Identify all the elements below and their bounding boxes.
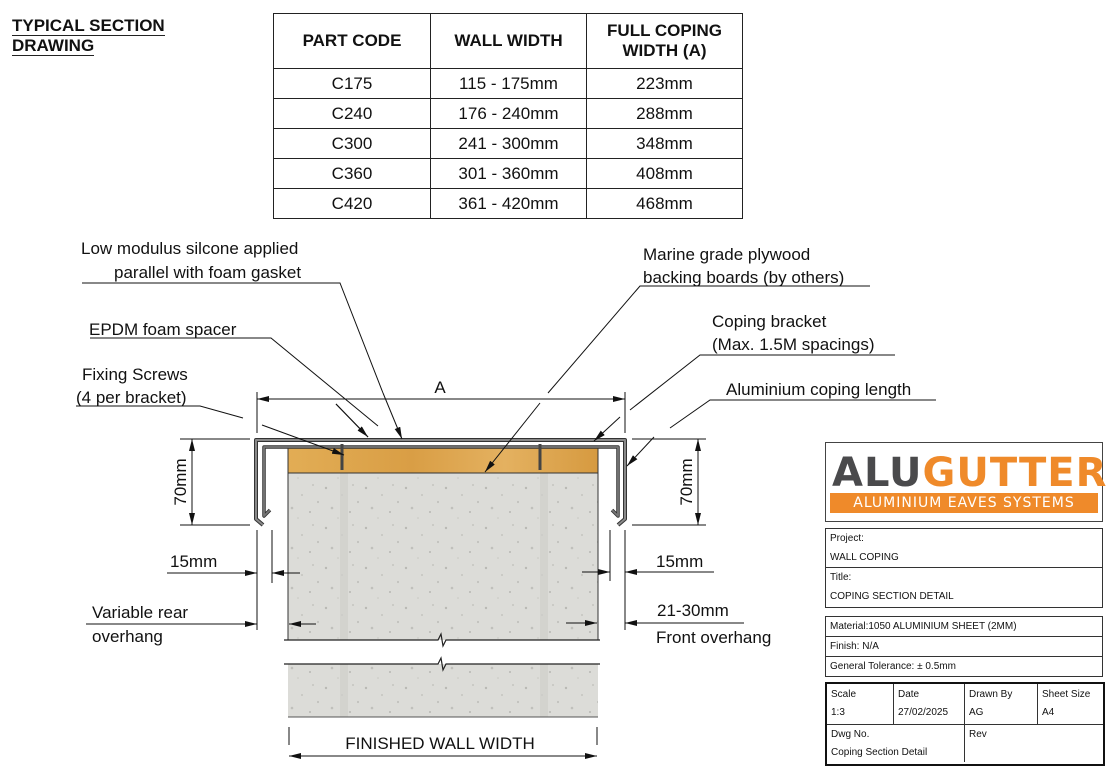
dwg-no-label: Dwg No. [831,729,870,740]
dimension-height-left [180,438,250,526]
drawing-info-grid: Scale 1:3 Date 27/02/2025 Drawn By AG Sh… [825,682,1105,766]
cell-part-code: C420 [273,188,431,219]
callout-coping-length: Aluminium coping length [726,380,911,399]
material-box: Material:1050 ALUMINIUM SHEET (2MM) Fini… [825,616,1103,677]
scale-label: Scale [831,689,857,700]
dwg-no-cell: Dwg No. Coping Section Detail [827,724,964,764]
date-cell: Date 27/02/2025 [894,684,964,724]
heading-line-2: DRAWING [12,36,95,56]
drawn-by-cell: Drawn By AG [965,684,1037,724]
table-header-row: PART CODE WALL WIDTH FULL COPING WIDTH (… [273,13,743,69]
date-label: Date [898,689,920,700]
callout-silicone-1: Low modulus silcone applied [81,239,298,258]
dwg-no-value: Coping Section Detail [831,747,928,758]
dimension-height-right [632,438,706,526]
gap-left-label: 15mm [170,552,217,571]
cell-part-code: C240 [273,98,431,129]
drawing-heading: TYPICAL SECTION DRAWING [12,16,165,56]
project-value: WALL COPING [826,548,1102,568]
cell-coping-width: 468mm [586,188,743,219]
callout-bracket-2: (Max. 1.5M spacings) [712,335,875,354]
height-right-label: 70mm [677,458,696,505]
callout-leaders [76,282,936,473]
date-value: 27/02/2025 [898,707,949,718]
sheet-size-label: Sheet Size [1042,689,1091,700]
rev-label: Rev [969,729,987,740]
finish-row: Finish: N/A [826,637,1102,657]
callout-bracket-1: Coping bracket [712,312,827,331]
callout-silicone-2: parallel with foam gasket [114,263,301,282]
callout-epdm: EPDM foam spacer [89,320,237,339]
title-value: COPING SECTION DETAIL [830,591,954,602]
callout-plywood-1: Marine grade plywood [643,245,810,264]
header-line-1: FULL COPING [607,21,722,40]
dimension-a [256,392,626,433]
drawn-by-label: Drawn By [969,689,1013,700]
tolerance-row: General Tolerance: ± 0.5mm [830,661,956,672]
cell-wall-width: 176 - 240mm [430,98,587,129]
scale-cell: Scale 1:3 [827,684,893,724]
cell-part-code: C360 [273,158,431,189]
cell-wall-width: 361 - 420mm [430,188,587,219]
alugutter-logo: ALUGUTTER ALUMINIUM EAVES SYSTEMS [825,442,1106,522]
plywood-board [287,447,599,474]
cell-coping-width: 288mm [586,98,743,129]
material-row: Material:1050 ALUMINIUM SHEET (2MM) [826,617,1102,637]
header-full-coping-width: FULL COPING WIDTH (A) [586,13,743,69]
scale-value: 1:3 [831,707,845,718]
cell-coping-width: 223mm [586,68,743,99]
finished-wall-label: FINISHED WALL WIDTH [345,734,535,753]
cell-wall-width: 241 - 300mm [430,128,587,159]
rev-cell: Rev [965,724,1103,746]
dimension-a-label: A [434,378,446,397]
logo-wordmark: ALUGUTTER [832,453,1107,493]
rear-overhang-label-2: overhang [92,627,163,646]
logo-gutter: GUTTER [922,450,1108,496]
header-line-2: WIDTH (A) [622,41,707,60]
project-title-box: Project: WALL COPING Title: COPING SECTI… [825,528,1103,608]
front-overhang-label-2: Front overhang [656,628,771,647]
gap-right-label: 15mm [656,552,703,571]
front-overhang-label-1: 21-30mm [657,601,729,620]
project-label: Project: [830,533,864,544]
aluminium-coping [254,438,627,527]
sheet-size-value: A4 [1042,707,1055,718]
part-code-table: PART CODE WALL WIDTH FULL COPING WIDTH (… [273,13,743,219]
callout-screws-2: (4 per bracket) [76,388,187,407]
height-left-label: 70mm [171,458,190,505]
title-label: Title: [830,572,852,583]
logo-alu: ALU [832,450,923,496]
callout-screws-1: Fixing Screws [82,365,188,384]
header-wall-width: WALL WIDTH [430,13,587,69]
callout-plywood-2: backing boards (by others) [643,268,844,287]
rear-overhang-label-1: Variable rear [92,603,188,622]
wall-lower [284,656,600,718]
header-part-code: PART CODE [273,13,431,69]
wall-upper [284,473,600,648]
sheet-size-cell: Sheet Size A4 [1038,684,1103,724]
logo-tagline: ALUMINIUM EAVES SYSTEMS [830,493,1098,513]
drawn-by-value: AG [969,707,984,718]
